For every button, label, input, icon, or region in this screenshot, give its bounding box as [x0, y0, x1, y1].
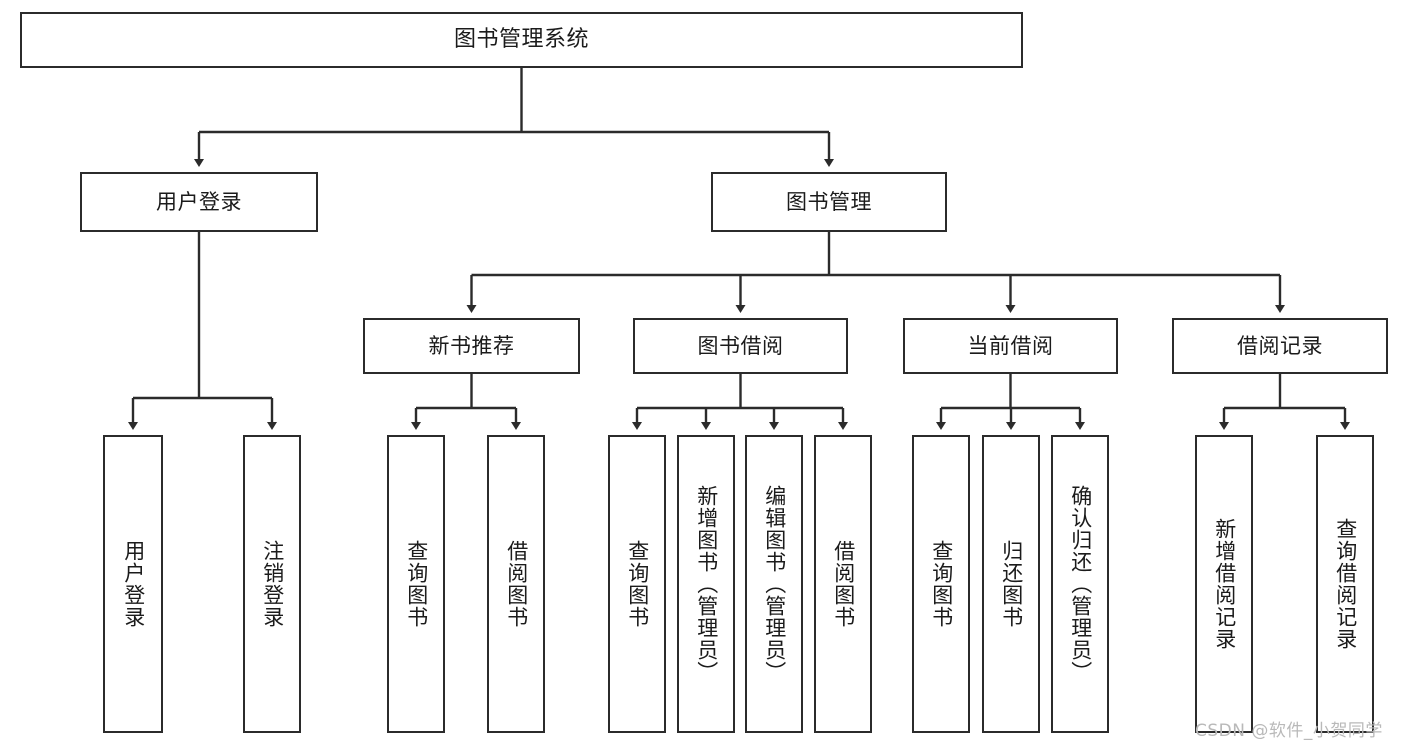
node-label-root: 图书管理系统 — [453, 27, 589, 53]
node-label-leaf-query-book-bb: 查询图书 — [625, 540, 650, 628]
node-leaf-borrow-book-rec[interactable]: 借阅图书 — [487, 435, 545, 733]
node-leaf-query-book-rec[interactable]: 查询图书 — [387, 435, 445, 733]
node-label-leaf-return-book: 归还图书 — [999, 540, 1024, 628]
node-leaf-logout[interactable]: 注销登录 — [243, 435, 301, 733]
node-label-user-login: 用户登录 — [156, 189, 242, 214]
node-leaf-borrow-book-bb[interactable]: 借阅图书 — [814, 435, 872, 733]
node-label-leaf-query-book-cb: 查询图书 — [929, 540, 954, 628]
node-label-leaf-add-record: 新增借阅记录 — [1212, 518, 1237, 650]
node-label-leaf-query-book-rec: 查询图书 — [404, 540, 429, 628]
node-leaf-add-record[interactable]: 新增借阅记录 — [1195, 435, 1253, 733]
node-label-current-borrow: 当前借阅 — [967, 333, 1054, 358]
node-leaf-user-login[interactable]: 用户登录 — [103, 435, 163, 733]
node-borrow-records[interactable]: 借阅记录 — [1172, 318, 1388, 374]
node-leaf-return-book[interactable]: 归还图书 — [982, 435, 1040, 733]
node-label-leaf-query-record: 查询借阅记录 — [1333, 518, 1358, 650]
node-label-leaf-logout: 注销登录 — [260, 540, 285, 628]
node-user-login[interactable]: 用户登录 — [80, 172, 318, 232]
node-label-leaf-add-book: 新增图书（管理员） — [694, 485, 719, 683]
node-leaf-query-record[interactable]: 查询借阅记录 — [1316, 435, 1374, 733]
node-leaf-query-book-cb[interactable]: 查询图书 — [912, 435, 970, 733]
node-label-leaf-borrow-book-rec: 借阅图书 — [504, 540, 529, 628]
node-label-new-book-recommend: 新书推荐 — [428, 333, 515, 358]
node-leaf-query-book-bb[interactable]: 查询图书 — [608, 435, 666, 733]
node-root[interactable]: 图书管理系统 — [20, 12, 1023, 68]
node-leaf-confirm-return[interactable]: 确认归还（管理员） — [1051, 435, 1109, 733]
node-label-leaf-edit-book: 编辑图书（管理员） — [762, 485, 787, 683]
node-book-management[interactable]: 图书管理 — [711, 172, 947, 232]
node-label-book-management: 图书管理 — [786, 189, 872, 214]
node-label-borrow-records: 借阅记录 — [1237, 333, 1323, 358]
watermark-text: CSDN @软件_小贺同学 — [1195, 721, 1383, 741]
node-current-borrow[interactable]: 当前借阅 — [903, 318, 1118, 374]
node-new-book-recommend[interactable]: 新书推荐 — [363, 318, 580, 374]
node-label-leaf-confirm-return: 确认归还（管理员） — [1068, 485, 1093, 683]
node-leaf-edit-book[interactable]: 编辑图书（管理员） — [745, 435, 803, 733]
node-label-leaf-user-login: 用户登录 — [121, 540, 146, 628]
node-book-borrow[interactable]: 图书借阅 — [633, 318, 848, 374]
node-label-book-borrow: 图书借阅 — [697, 333, 784, 358]
node-leaf-add-book[interactable]: 新增图书（管理员） — [677, 435, 735, 733]
node-label-leaf-borrow-book-bb: 借阅图书 — [831, 540, 856, 628]
